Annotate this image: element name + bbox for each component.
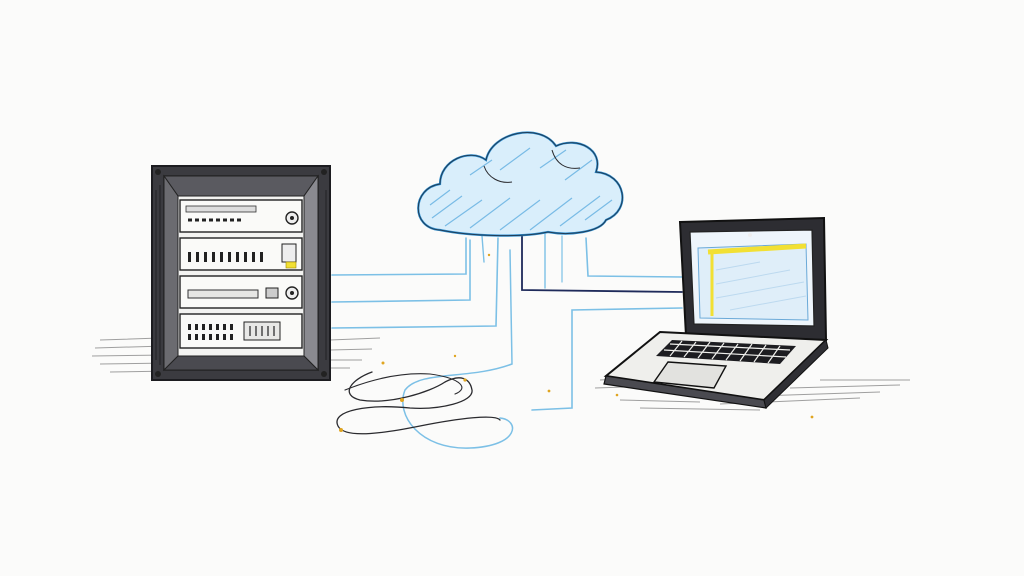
laptop-keyboard [656, 340, 796, 364]
rack-unit-1 [179, 199, 303, 233]
cable-server-cloud-4 [481, 235, 485, 263]
cable-server-cloud-2 [331, 239, 471, 303]
rack-unit-3 [179, 275, 303, 309]
server-rack [151, 165, 331, 381]
laptop-trackpad [652, 361, 728, 389]
cable-loop-blue [402, 249, 514, 449]
cable-tangle [336, 371, 501, 435]
rack-unit-2 [179, 237, 303, 271]
cable-server-cloud-3 [331, 237, 499, 329]
cable-cloud-laptop-navy [521, 231, 683, 293]
cloud-icon [417, 131, 624, 237]
cable-cloud-laptop-1 [585, 237, 683, 278]
cloud [417, 131, 624, 237]
laptop [603, 216, 829, 409]
cable-laptop-down [531, 307, 683, 411]
cable-tangle-2 [344, 373, 463, 395]
rack-unit-4 [179, 313, 303, 349]
cable-server-cloud-1 [331, 237, 467, 276]
cables [331, 231, 683, 449]
